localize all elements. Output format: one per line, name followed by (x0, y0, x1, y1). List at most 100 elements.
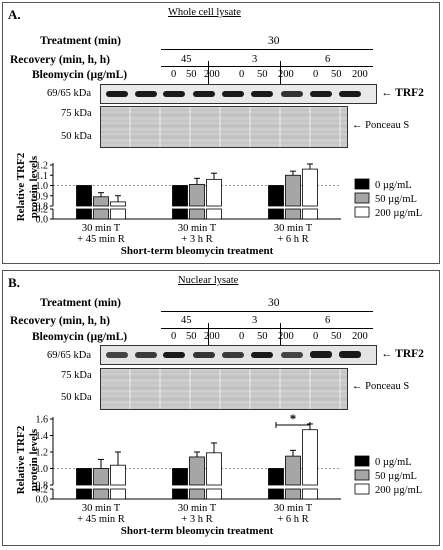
x-tick-label: 30 min T (274, 503, 313, 514)
blot-band (135, 352, 157, 358)
x-axis-label: Short-term bleomycin treatment (121, 245, 274, 257)
legend-swatch (354, 178, 370, 190)
recovery-value-1: 45 (181, 315, 192, 326)
marker-label: 69/65 kDa (47, 88, 92, 99)
blot-band (163, 352, 185, 358)
x-axis-label: Short-term bleomycin treatment (121, 525, 274, 537)
recovery-label: Recovery (min, h, h) (10, 54, 110, 66)
y-tick-label: 0.0 (36, 215, 49, 226)
bar-upper (206, 178, 222, 207)
panel-title: Nuclear lysate (178, 275, 239, 286)
chart-b: 0.00.20.81.01.21.41.630 min T+ 45 min R3… (36, 411, 423, 537)
trf2-label-text: TRF2 (395, 87, 424, 99)
dose-value: 0 (313, 331, 319, 342)
ponceau-stain (100, 106, 348, 148)
bar-lower (93, 488, 109, 500)
y-tick-label: 0.9 (36, 191, 49, 202)
y-tick-label: 0.2 (36, 485, 49, 496)
bar-upper (268, 185, 284, 207)
bar-lower (76, 208, 92, 220)
ponceau-label-text: Ponceau S (365, 120, 410, 131)
dose-value: 200 (352, 331, 368, 342)
y-tick-label: 0.8 (36, 481, 49, 492)
legend-label: 0 µg/mL (375, 180, 412, 191)
bar-upper (172, 468, 188, 486)
bar-upper (189, 456, 205, 486)
panel-title: Whole cell lysate (168, 7, 241, 18)
blot-band (135, 91, 157, 97)
dose-value: 200 (204, 69, 220, 80)
blot-band (222, 352, 244, 358)
y-tick-label: 0.0 (36, 495, 49, 506)
panel-b: B. Nuclear lysate Treatment (min) 30 Rec… (2, 270, 440, 546)
dose-value: 50 (331, 331, 342, 342)
blot-band (222, 91, 244, 97)
recovery-line (161, 328, 373, 329)
ponceau-label: ← Ponceau S (352, 381, 410, 392)
blot-band (106, 352, 128, 358)
legend-swatch (354, 206, 370, 218)
blot-band (251, 91, 273, 97)
treatment-line (161, 49, 373, 50)
trf2-label-text: TRF2 (395, 348, 424, 360)
bar-upper (302, 429, 318, 486)
bar-upper (93, 196, 109, 207)
bar-lower (206, 208, 222, 220)
bar-upper (268, 468, 284, 486)
y-tick-label: 1.2 (36, 448, 49, 459)
bar-lower (206, 488, 222, 500)
bar-upper (93, 468, 109, 486)
bar-lower (268, 488, 284, 500)
trf2-blot (100, 345, 377, 365)
x-tick-label: 30 min T (274, 223, 313, 234)
legend-label: 0 µg/mL (375, 457, 412, 468)
dose-value: 50 (257, 69, 268, 80)
legend-swatch (354, 455, 370, 467)
bar-lower (172, 488, 188, 500)
bleomycin-label: Bleomycin (µg/mL) (32, 69, 128, 81)
bar-upper (285, 455, 301, 486)
bar-upper (172, 185, 188, 207)
bar-lower (285, 488, 301, 500)
x-tick-label: 30 min T (178, 503, 217, 514)
x-tick-label: 30 min T (178, 223, 217, 234)
bar-lower (268, 208, 284, 220)
trf2-blot (100, 84, 377, 104)
dose-value: 50 (186, 331, 197, 342)
bar-upper (189, 184, 205, 207)
bar-upper (76, 185, 92, 207)
legend-swatch (354, 192, 370, 204)
bar-upper (285, 174, 301, 207)
treatment-label: Treatment (min) (40, 35, 122, 47)
dose-value: 0 (239, 69, 245, 80)
dose-value: 0 (171, 69, 177, 80)
blot-band (339, 351, 361, 358)
bar-lower (76, 488, 92, 500)
blot-band (310, 351, 332, 358)
bleomycin-label: Bleomycin (µg/mL) (32, 331, 128, 343)
marker-label: 75 kDa (61, 370, 92, 381)
treatment-value: 30 (268, 297, 280, 309)
recovery-label: Recovery (min, h, h) (10, 315, 110, 327)
panel-letter: A. (8, 7, 21, 22)
x-tick-label: + 6 h R (277, 514, 308, 525)
bar-lower (302, 208, 318, 220)
bar-upper (110, 201, 126, 207)
x-tick-label: + 3 h R (181, 234, 212, 245)
x-tick-label: 30 min T (82, 503, 121, 514)
chart-a: 0.00.20.80.91.01.11.230 min T+ 45 min R3… (36, 161, 423, 258)
ponceau-label-text: Ponceau S (365, 381, 410, 392)
y-tick-label: 1.6 (36, 415, 49, 426)
blot-band (106, 91, 128, 97)
y-tick-label: 0.8 (36, 202, 49, 213)
treatment-value: 30 (268, 35, 280, 47)
recovery-value-3: 6 (325, 54, 331, 65)
dose-value: 50 (186, 69, 197, 80)
dose-value: 200 (278, 69, 294, 80)
treatment-label: Treatment (min) (40, 297, 122, 309)
ponceau-label: ← Ponceau S (352, 120, 410, 131)
legend-label: 50 µg/mL (375, 194, 417, 205)
y-tick-label: 1.0 (36, 464, 49, 475)
dose-value: 50 (331, 69, 342, 80)
bar-upper (76, 468, 92, 486)
